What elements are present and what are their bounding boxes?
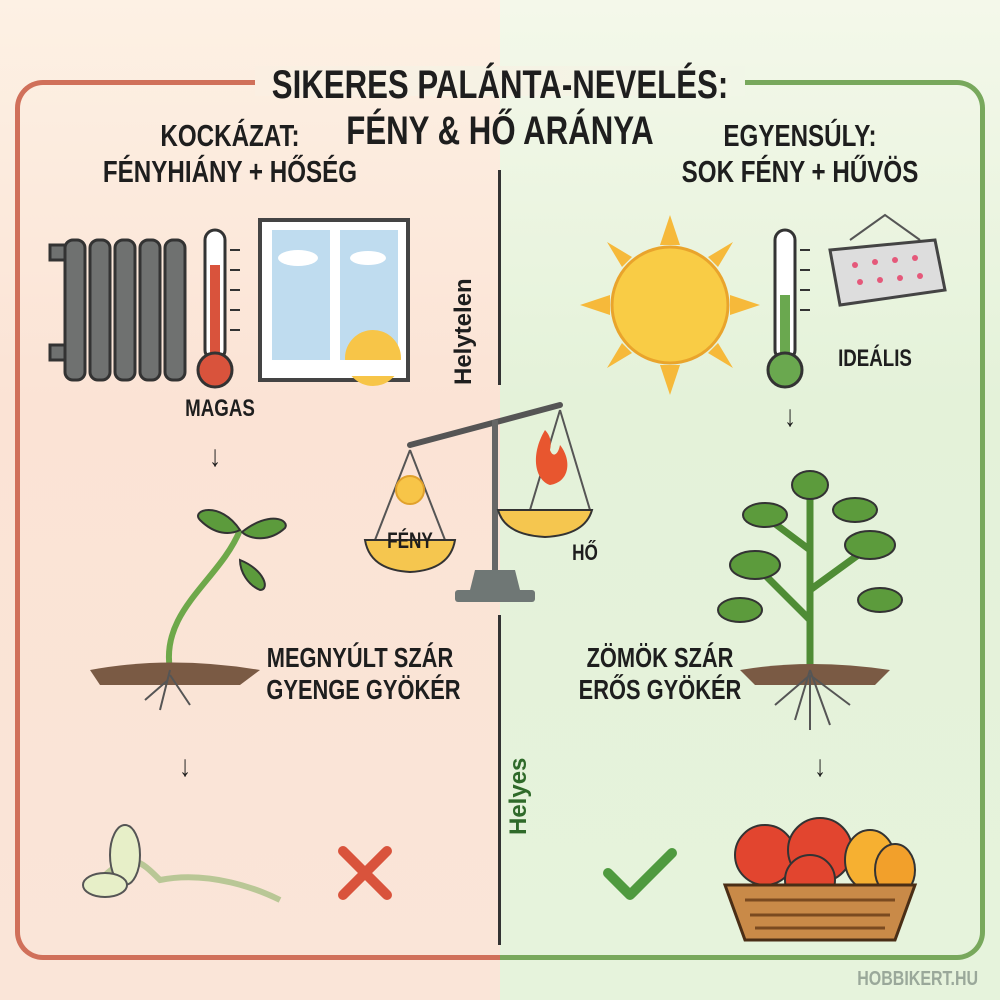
wilted-seedling-icon — [82, 824, 282, 903]
left-heading: KOCKÁZAT:FÉNYHIÁNY + HŐSÉG — [102, 118, 358, 189]
sun-icon — [580, 215, 760, 395]
center-divider-bottom — [498, 615, 501, 945]
sturdy-plant-icon — [717, 470, 903, 730]
thermometer-hot-icon — [196, 228, 240, 389]
cross-icon — [338, 846, 392, 900]
label-helyes: Helyes — [505, 757, 532, 835]
watermark: HOBBIKERT.HU — [857, 968, 978, 990]
leggy-seedling-icon — [90, 509, 287, 711]
title-backdrop — [255, 66, 745, 96]
checkmark-icon — [603, 848, 677, 900]
thermometer-ideal-icon — [766, 228, 810, 389]
page-title: SIKERES PALÁNTA-NEVELÉS:FÉNY & HŐ ARÁNYA — [271, 63, 729, 153]
radiator-icon — [48, 238, 187, 382]
center-divider-top — [498, 170, 501, 385]
label-magas: MAGAS — [185, 395, 255, 422]
balance-scale-icon — [363, 402, 594, 602]
label-helytelen: Helytelen — [450, 278, 477, 385]
arrow-down-icon: ↓ — [179, 750, 191, 783]
arrow-down-icon: ↓ — [209, 440, 221, 473]
scale-label-feny: FÉNY — [387, 528, 433, 553]
vegetable-basket-icon — [722, 817, 918, 942]
window-icon — [258, 218, 410, 386]
right-heading: EGYENSÚLY:SOK FÉNY + HŰVÖS — [681, 118, 919, 189]
scale-label-ho: HŐ — [572, 540, 598, 565]
arrow-down-icon: ↓ — [784, 400, 796, 433]
arrow-down-icon: ↓ — [814, 750, 826, 783]
label-idealis: IDEÁLIS — [838, 345, 912, 372]
grow-light-icon — [828, 213, 947, 307]
